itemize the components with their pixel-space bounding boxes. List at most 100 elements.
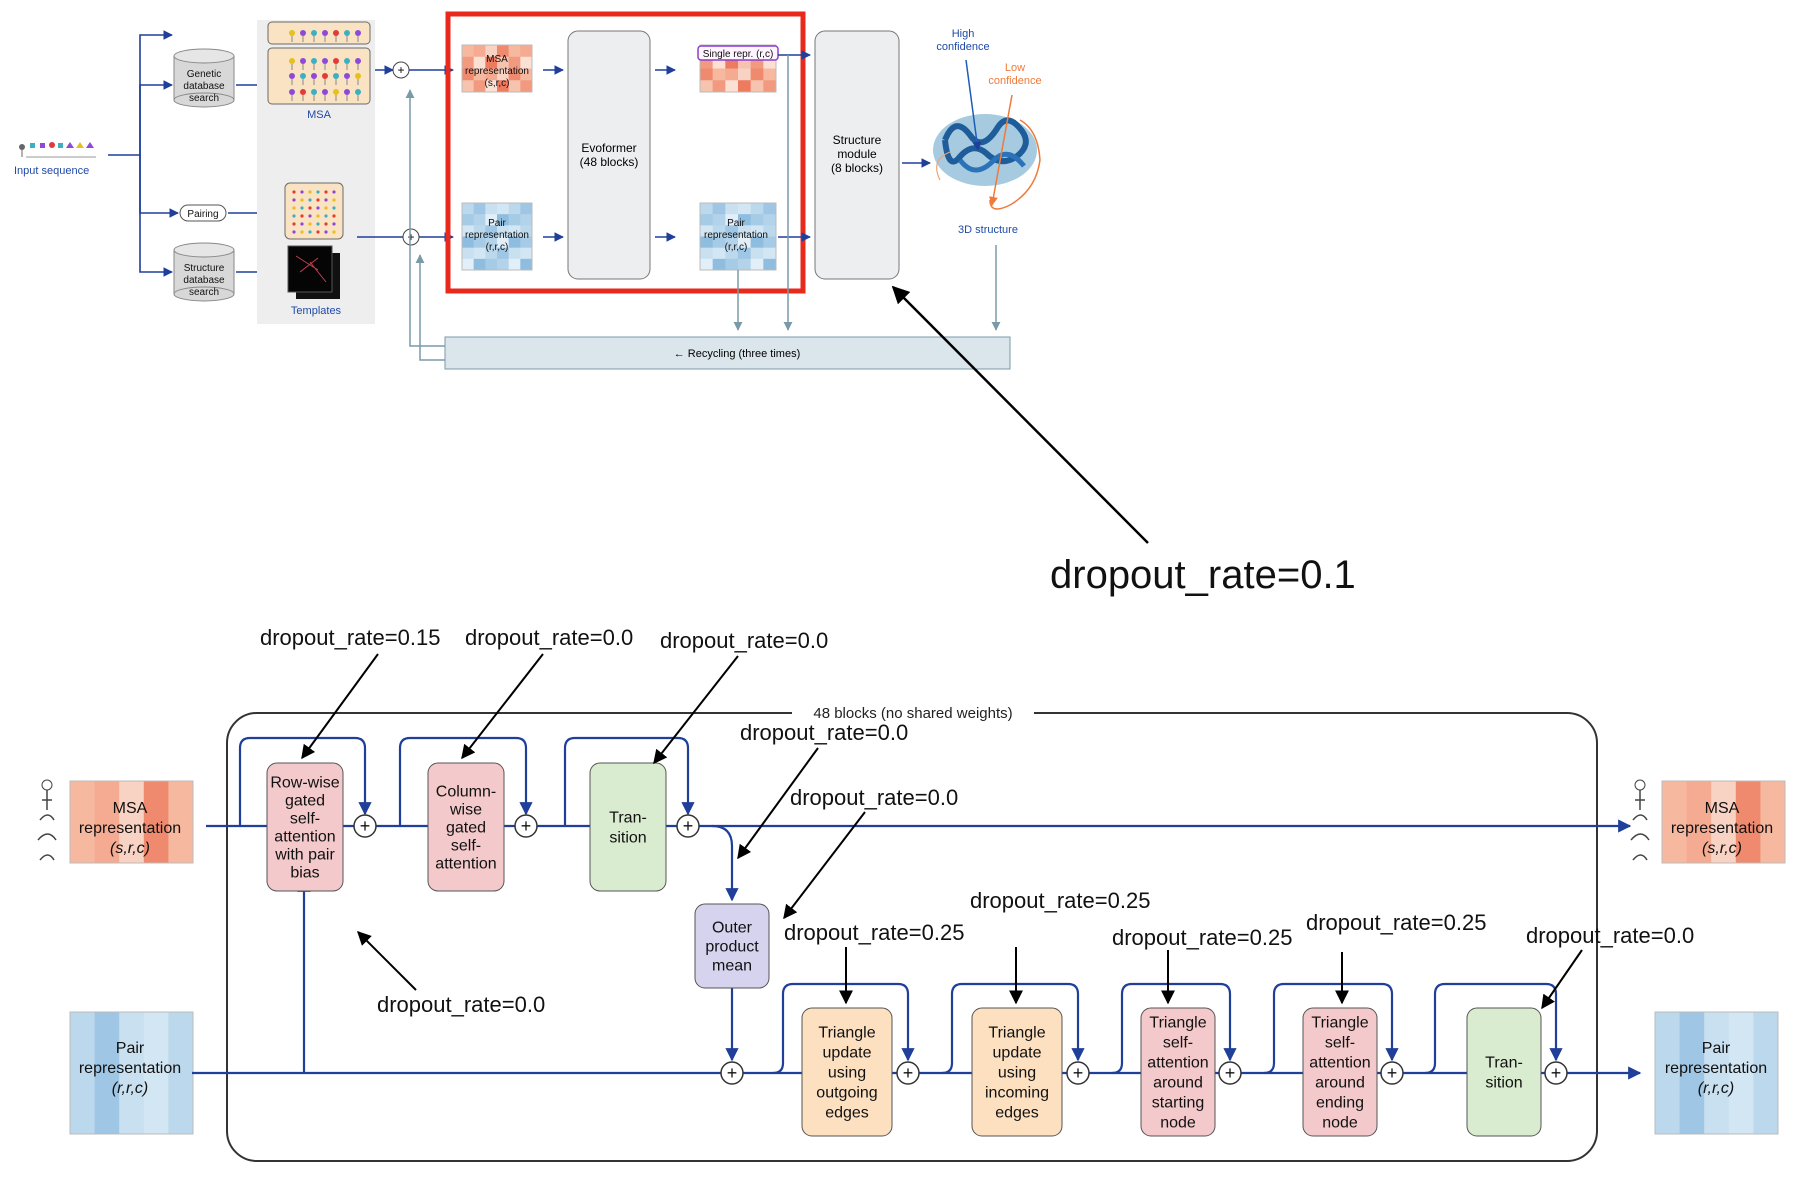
pair-glyph xyxy=(332,206,336,210)
plus-node-sign: + xyxy=(1387,1063,1398,1083)
pair-glyph xyxy=(332,214,336,218)
high-confidence-line2: confidence xyxy=(936,41,989,53)
low-confidence-line1: Low xyxy=(1005,62,1025,74)
plus-node xyxy=(1544,1061,1568,1085)
top-pair-out-heat-cell xyxy=(763,236,777,249)
msa-in-heat-cell xyxy=(94,842,120,864)
msa-out-heat-cell xyxy=(1662,842,1688,864)
pair-glyph xyxy=(332,198,336,202)
plus-node-sign: + xyxy=(727,1063,738,1083)
pair-out-heat-cell xyxy=(1728,1073,1754,1094)
pair-out-heat-cell xyxy=(1753,1093,1779,1115)
top-pair-heat-cell xyxy=(473,258,486,271)
triInText-line: Triangle xyxy=(988,1025,1045,1042)
pairing-matrix xyxy=(284,182,344,240)
top-msa-heat-cell xyxy=(520,80,533,93)
pair-out-heat-cell xyxy=(1753,1012,1779,1033)
pair-in-heat-cell xyxy=(119,1073,145,1094)
msa-in-heat-cell xyxy=(143,822,169,843)
pair-in-heat-cell xyxy=(94,1093,120,1115)
arrow-input-to-genetic xyxy=(139,80,173,155)
pair-out-heat-cell xyxy=(1679,1113,1705,1135)
top-msa-repr-line2: representation xyxy=(465,66,529,77)
evoformer-highlight-box xyxy=(445,11,806,294)
top-pair-heat-cell xyxy=(497,203,510,215)
plus-node xyxy=(1218,1061,1242,1085)
msa-in-heat-cell xyxy=(94,781,120,802)
pair-out-heat-cell xyxy=(1655,1052,1681,1074)
top-pair-heat-cell xyxy=(473,225,486,237)
top-pair-heat-cell xyxy=(508,214,521,226)
msa-residue xyxy=(289,30,295,36)
top-pair-out-heat-cell xyxy=(700,214,714,226)
msa-out-heat-cell xyxy=(1735,781,1761,802)
triOutText-line: outgoing xyxy=(816,1085,877,1102)
msa-out-heat-cell xyxy=(1735,842,1761,864)
msa-label: MSA xyxy=(307,109,332,121)
triAttnStartText-line: starting xyxy=(1152,1095,1204,1112)
evoformer-line1: Evoformer xyxy=(581,141,636,155)
msa-in-heat-cell xyxy=(168,822,194,843)
msa-target-row xyxy=(267,21,371,45)
pair-glyph xyxy=(292,190,296,194)
msa-in-heat-cell xyxy=(119,842,145,864)
top-pair-heat-cell xyxy=(462,203,475,215)
msa-residue xyxy=(311,58,317,64)
single-repr-label: Single repr. (r,c) xyxy=(703,49,774,60)
pair-out-line3: (r,r,c) xyxy=(1698,1080,1734,1097)
pair-output-heatmap xyxy=(1654,1011,1779,1135)
pair-in-heat-cell xyxy=(143,1093,169,1115)
single-repr-tag xyxy=(697,45,779,61)
msa-in-heat-cell xyxy=(70,801,96,823)
top-single-heat-cell xyxy=(700,80,714,93)
top-msa-heat-cell xyxy=(473,68,486,81)
pair-in-heat-cell xyxy=(168,1052,194,1074)
top-pair-out-heat-cell xyxy=(738,214,752,226)
top-pair-heat-cell xyxy=(520,214,533,226)
top-pair-representation-heatmap xyxy=(461,202,533,271)
dropout-arrow-outer-a xyxy=(737,747,819,860)
top-plus-msa-sign: + xyxy=(397,63,404,77)
top-pair-out-heat-cell xyxy=(738,225,752,237)
tri-attn-start-box xyxy=(1140,1007,1216,1137)
top-pair-out-line1: Pair xyxy=(727,218,745,229)
msa-out-heat-cell xyxy=(1760,781,1786,802)
top-pair-out-heat-cell xyxy=(712,247,726,260)
msa-residue xyxy=(344,30,350,36)
top-msa-heat-cell xyxy=(508,68,521,81)
top-pair-out-heat-cell xyxy=(700,258,714,271)
genetic-database-cylinder-icon xyxy=(173,48,235,108)
msa-residue xyxy=(311,73,317,79)
residual-loop-row-attn xyxy=(238,736,372,826)
pair-glyph xyxy=(300,230,304,234)
msa-in-heat-cell xyxy=(70,842,96,864)
top-msa-heat-cell xyxy=(462,45,475,58)
msa-in-heat-cell xyxy=(143,801,169,823)
top-pair-repr-line2: representation xyxy=(465,230,529,241)
top-pair-out-heat-cell xyxy=(750,236,764,249)
evoformer-frame-label-bg xyxy=(792,703,1034,723)
pair-out-heat-cell xyxy=(1728,1052,1754,1074)
outerText-line: product xyxy=(705,939,759,956)
top-pair-heat-cell xyxy=(485,203,498,215)
rowAttnText-line: with pair xyxy=(274,847,335,864)
pair-out-line1: Pair xyxy=(1702,1040,1731,1057)
pair-glyph xyxy=(308,222,312,226)
colAttnText-line: Column- xyxy=(436,784,496,801)
triOutText-line: Triangle xyxy=(818,1025,875,1042)
pair-out-heat-cell xyxy=(1728,1093,1754,1115)
msa-residue xyxy=(355,30,361,36)
plus-node-sign: + xyxy=(521,816,532,836)
plus-node-sign: + xyxy=(1551,1063,1562,1083)
top-single-heat-cell xyxy=(763,68,777,81)
top-pair-heat-cell xyxy=(462,247,475,260)
structure-module-box xyxy=(814,30,900,280)
pair-in-heat-cell xyxy=(119,1012,145,1033)
top-single-heat-cell xyxy=(712,80,726,93)
triOutText-line: edges xyxy=(825,1105,869,1122)
transition2-label: Tran-sition xyxy=(1485,1055,1523,1092)
dropout-row-attn: dropout_rate=0.15 xyxy=(260,625,440,650)
pair-in-heat-cell xyxy=(143,1032,169,1054)
top-msa-heat-cell xyxy=(520,68,533,81)
